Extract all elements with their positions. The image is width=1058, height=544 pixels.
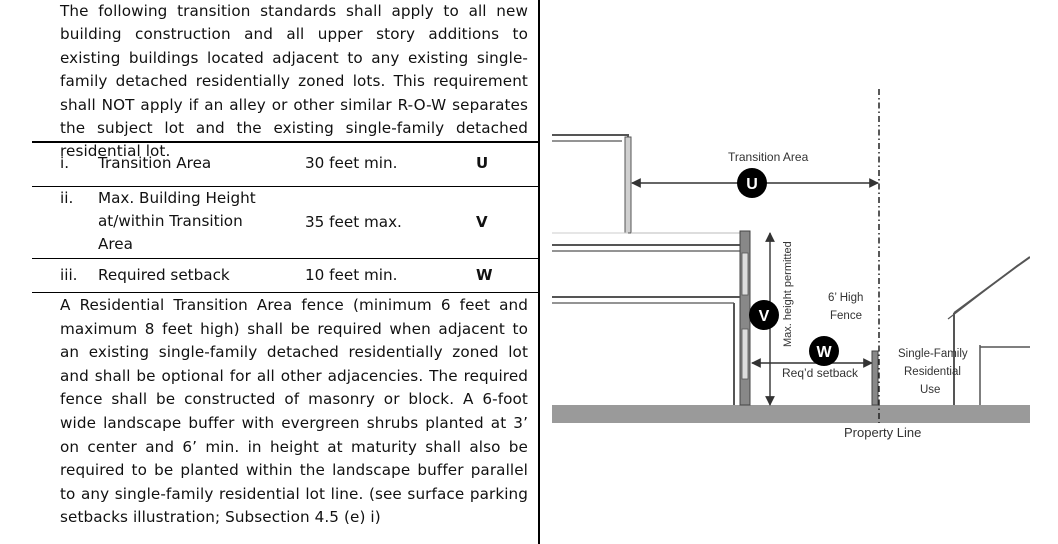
table-rule xyxy=(32,258,538,259)
marker-v-label: V xyxy=(759,308,770,325)
single-family-house xyxy=(953,256,1030,405)
fence-label-line2: Fence xyxy=(830,310,862,322)
fence-post xyxy=(871,350,879,406)
row-letter: W xyxy=(476,266,493,284)
row-letter: U xyxy=(476,154,489,172)
max-height-label: Max. height permitted xyxy=(782,241,794,347)
marker-v xyxy=(749,300,779,330)
intro-paragraph: The following transition standards shall… xyxy=(60,2,528,161)
fence-label-line1: 6’ High xyxy=(828,292,863,304)
marker-u xyxy=(737,168,767,198)
marker-w-label: W xyxy=(816,344,832,361)
marker-u-label: U xyxy=(746,176,758,193)
row-label: Required setback xyxy=(98,266,230,284)
row-value: 30 feet min. xyxy=(305,154,398,172)
transition-diagram: Transition Area U Max. height permitted … xyxy=(548,85,1030,445)
upper-building-outline xyxy=(552,134,629,233)
table-rule xyxy=(32,186,538,187)
row-number: iii. xyxy=(60,266,78,284)
sf-label-line1: Single-Family xyxy=(898,348,968,360)
row-letter: V xyxy=(476,213,488,231)
row-label: Max. Building Height at/within Transitio… xyxy=(98,189,256,253)
transition-diagram-svg: Transition Area U Max. height permitted … xyxy=(552,89,1030,440)
table-bottom-rule xyxy=(32,292,538,293)
transition-area-label: Transition Area xyxy=(728,150,809,164)
column-divider xyxy=(538,0,540,544)
row-number: i. xyxy=(60,154,70,172)
property-line-label: Property Line xyxy=(844,425,921,440)
row-value: 10 feet min. xyxy=(305,266,398,284)
setback-label: Req’d setback xyxy=(782,366,859,380)
row-number: ii. xyxy=(60,189,74,207)
fence-paragraph: A Residential Transition Area fence (min… xyxy=(60,296,528,527)
standards-text-panel: The following transition standards shall… xyxy=(32,2,538,527)
marker-w xyxy=(809,336,839,366)
sf-label-line3: Use xyxy=(920,384,940,396)
row-value: 35 feet max. xyxy=(305,213,402,231)
table-top-rule xyxy=(32,141,538,143)
ground-strip xyxy=(552,405,1030,423)
sf-label-line2: Residential xyxy=(904,366,961,378)
row-label: Transition Area xyxy=(98,154,212,172)
